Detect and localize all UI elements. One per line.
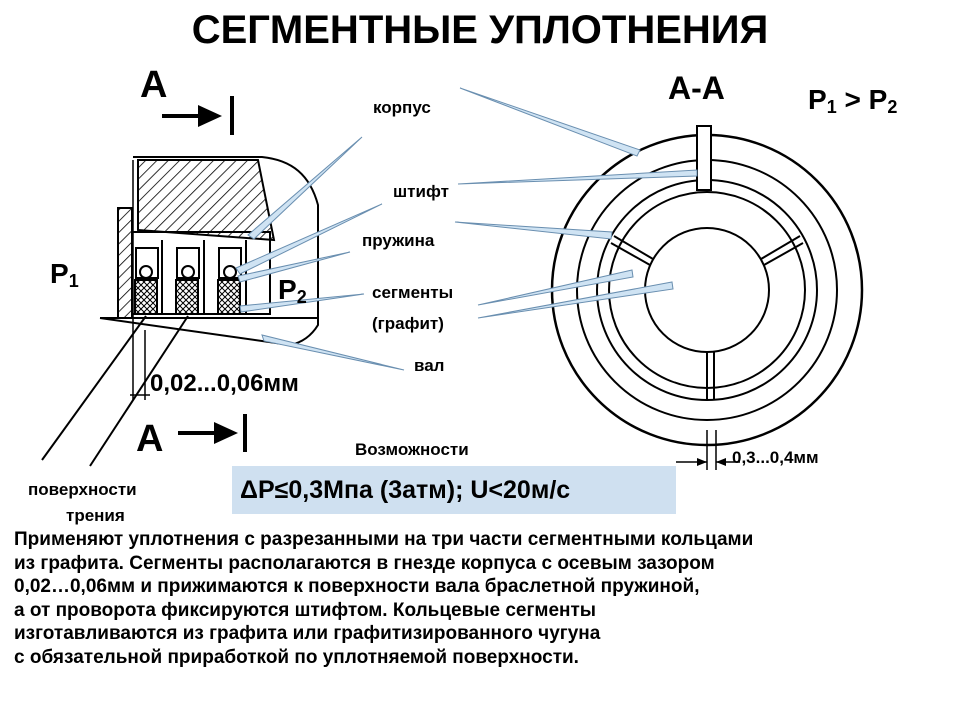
label-housing: корпус <box>373 98 431 117</box>
label-friction-2: трения <box>66 506 125 525</box>
segment-2 <box>175 279 199 315</box>
segment-group <box>134 240 247 315</box>
segment-cut-right <box>760 235 801 260</box>
p1-label: P1 <box>50 258 79 291</box>
longitudinal-section <box>41 96 319 467</box>
radial-gap-value: 0,3...0,4мм <box>732 448 819 467</box>
label-capabilities: Возможности <box>355 440 469 459</box>
description-paragraph: Применяют уплотнения с разрезанными на т… <box>14 528 753 669</box>
spring-3 <box>223 265 237 279</box>
paragraph-line: Применяют уплотнения с разрезанными на т… <box>14 529 754 550</box>
paragraph-line: из графита. Сегменты располагаются в гне… <box>14 552 715 574</box>
spring-2 <box>181 265 195 279</box>
housing-body <box>137 159 276 242</box>
housing-flange <box>117 207 133 319</box>
segment-1 <box>134 279 158 315</box>
paragraph-line: а от проворота фиксируются штифтом. Коль… <box>14 599 597 621</box>
capabilities-text: P≤0,3Мпа (3атм); U<20м/с <box>257 476 571 504</box>
paragraph-line: 0,02…0,06мм и прижимаются к поверхности … <box>14 576 700 597</box>
leader-spring <box>454 221 613 240</box>
delta-symbol: Δ <box>240 476 258 504</box>
leader-housing <box>459 87 641 157</box>
section-mark-top: А <box>140 64 168 106</box>
pressure-relation: P1 > P2 <box>808 84 898 117</box>
page-title: СЕГМЕНТНЫЕ УПЛОТНЕНИЯ <box>191 8 769 52</box>
label-pin: штифт <box>393 182 449 201</box>
leader-spring-left <box>237 251 351 283</box>
spring-1 <box>139 265 153 279</box>
friction-leader-2 <box>89 315 189 467</box>
segment-3 <box>217 279 241 315</box>
paragraph-line: изготавливаются из графита или графитизи… <box>14 623 601 644</box>
label-shaft: вал <box>414 356 445 375</box>
axial-gap-value: 0,02...0,06мм <box>150 370 299 397</box>
friction-leader-1 <box>41 315 147 461</box>
capabilities-box: ΔP≤0,3Мпа (3атм); U<20м/с <box>232 466 676 514</box>
leader-segments <box>477 269 634 306</box>
section-mark-bottom: А <box>136 418 164 460</box>
leader-pin <box>457 169 698 185</box>
pin <box>696 125 712 191</box>
leader-segments-left <box>239 293 365 313</box>
paragraph-line: с обязательной приработкой по уплотняемо… <box>14 646 579 668</box>
leader-housing-left <box>247 136 363 240</box>
housing-outline <box>99 156 319 347</box>
leader-lines <box>235 87 698 371</box>
label-segments-material: (графит) <box>372 314 444 333</box>
segment-cut-left <box>613 235 654 260</box>
leader-pin-left <box>235 203 383 275</box>
label-friction: поверхности <box>28 480 137 499</box>
section-view-label: А-А <box>668 70 725 106</box>
p2-label: P2 <box>278 274 307 307</box>
leader-shaft <box>477 281 674 319</box>
label-spring: пружина <box>362 231 435 250</box>
label-segments: сегменты <box>372 283 454 302</box>
leader-shaft-left <box>261 334 405 371</box>
